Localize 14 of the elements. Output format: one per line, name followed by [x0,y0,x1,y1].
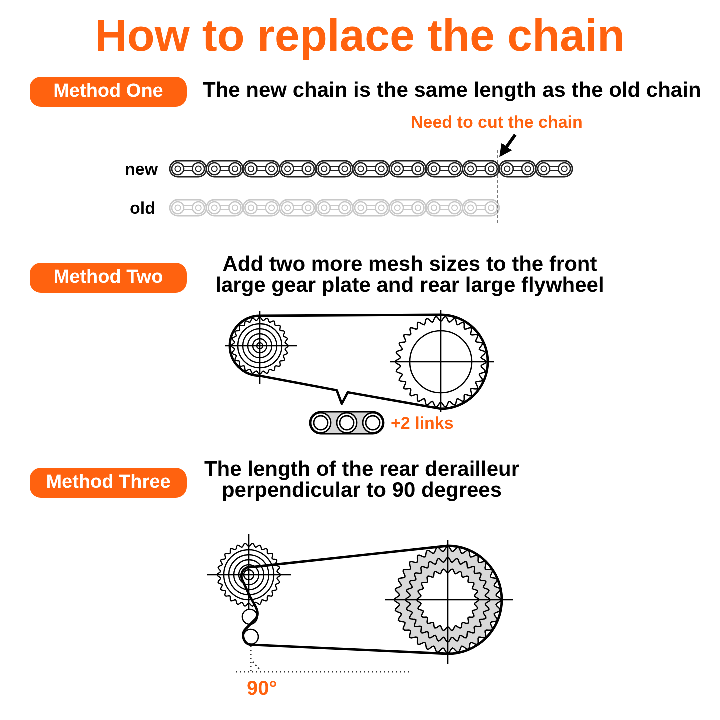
links-note: +2 links [391,414,454,434]
method-tag: Method Two [30,263,187,293]
instruction-text: Add two more mesh sizes to the front large gear plate and rear large flywheel [214,254,606,296]
pointer-arrow [499,134,516,158]
page-title: How to replace the chain [94,9,626,63]
angle-label: 90° [247,678,278,700]
chain-label: old [130,199,156,219]
callout-text: Need to cut the chain [411,113,583,133]
method-tag: Method Three [30,468,187,498]
instruction-text: The length of the rear derailleur perpendicular to 90 degrees [203,459,521,501]
chain-illustration [168,158,576,180]
chain-label: new [125,160,158,180]
method-tag: Method One [30,77,187,107]
instruction-text: The new chain is the same length as the old chain [203,79,702,103]
